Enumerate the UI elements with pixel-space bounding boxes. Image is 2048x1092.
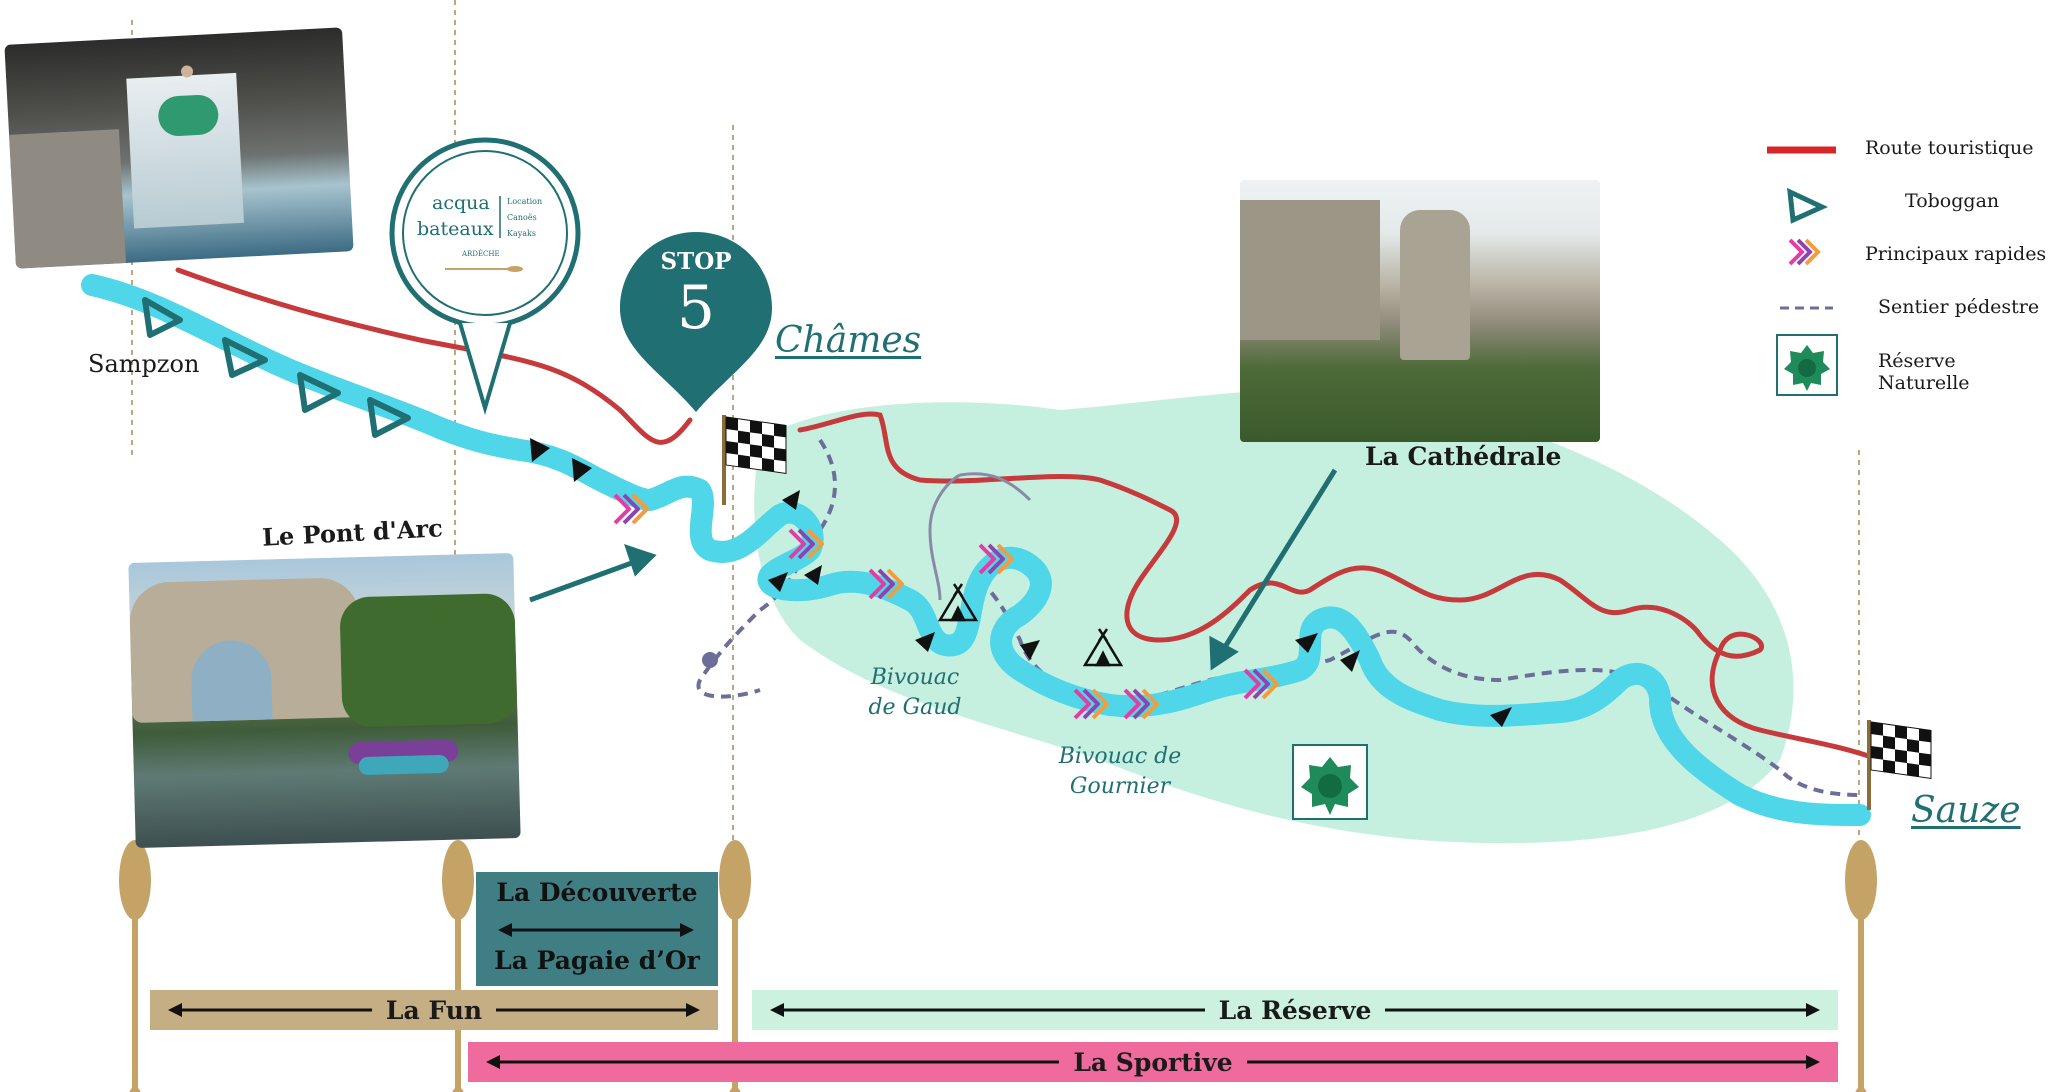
tourist-road bbox=[175, 267, 1883, 763]
logo-line2: bateaux bbox=[417, 218, 494, 240]
toboggan-arrow-icon bbox=[297, 372, 341, 413]
checkered-flag-icon bbox=[1867, 720, 1932, 810]
route-decouverte-pagaie-box[interactable]: La Découverte La Pagaie d’Or bbox=[476, 872, 718, 986]
legend-reserve: Réserve Naturelle bbox=[1878, 350, 1970, 394]
stop-number: 5 bbox=[676, 273, 716, 343]
toboggan-arrow-icon bbox=[1787, 187, 1828, 224]
rapids-chevron-icon bbox=[1788, 238, 1821, 266]
logo-service-location: Location bbox=[507, 197, 543, 206]
rapids-chevron-icon bbox=[978, 543, 1014, 575]
flow-arrow-icon bbox=[804, 565, 822, 585]
label-sauze[interactable]: Sauze bbox=[1911, 790, 2021, 831]
flow-arrow-icon bbox=[1340, 650, 1360, 672]
legend-rapides: Principaux rapides bbox=[1865, 243, 2047, 265]
paddle-icon bbox=[1845, 840, 1877, 1092]
checkered-flag-icon bbox=[722, 415, 787, 505]
bivouac-gournier-line1: Bivouac de bbox=[1058, 744, 1182, 769]
label-bivouac-gaud: Bivouac de Gaud bbox=[855, 663, 975, 723]
flow-arrow-icon bbox=[1020, 640, 1040, 660]
tent-icon bbox=[937, 583, 979, 622]
toboggan-arrow-icon bbox=[367, 397, 411, 438]
trail-end-dot bbox=[702, 652, 718, 668]
bivouac-gournier-line2: Gournier bbox=[1069, 774, 1171, 799]
rapids-chevron-icon bbox=[1243, 668, 1279, 700]
photo-pont-arc bbox=[128, 553, 521, 848]
bivouac-gaud-line2: de Gaud bbox=[868, 695, 962, 720]
hiking-trail-2 bbox=[978, 578, 1861, 797]
rapids-chevron-icon bbox=[1073, 688, 1109, 720]
rapids-chevron-icon bbox=[613, 493, 649, 525]
legend-graphics bbox=[1767, 146, 1838, 396]
logo-pin bbox=[389, 137, 581, 416]
gray-path bbox=[928, 472, 1032, 601]
nature-reserve-icon bbox=[1292, 744, 1368, 820]
route-decouverte-label: La Découverte bbox=[496, 878, 698, 907]
rapids-chevron-icon bbox=[868, 568, 904, 600]
logo-line1: acqua bbox=[432, 192, 490, 214]
route-reserve-label: La Réserve bbox=[1204, 995, 1386, 1025]
toboggans bbox=[142, 297, 411, 438]
toboggan-arrow-icon bbox=[142, 297, 183, 338]
route-pagaie-label: La Pagaie d’Or bbox=[494, 946, 700, 975]
double-arrow-icon bbox=[498, 923, 694, 937]
logo-service-kayaks: Kayaks bbox=[507, 229, 536, 238]
route-fun-bar[interactable]: La Fun bbox=[150, 990, 718, 1030]
route-sportive-bar[interactable]: La Sportive bbox=[468, 1042, 1838, 1082]
stop-word: STOP bbox=[660, 248, 732, 275]
pointer-arrows bbox=[529, 468, 1338, 671]
route-fun-label: La Fun bbox=[371, 995, 497, 1025]
tent-icon bbox=[1082, 628, 1124, 667]
stop-marker-text: STOP 5 bbox=[620, 248, 772, 341]
stop-marker bbox=[620, 232, 772, 412]
nature-reserve-icon bbox=[1776, 334, 1838, 396]
legend-toboggan: Toboggan bbox=[1905, 190, 2000, 212]
flow-arrow-icon bbox=[572, 458, 592, 482]
paddle-icon bbox=[119, 840, 151, 1092]
label-sampzon: Sampzon bbox=[88, 350, 200, 378]
toboggan-arrow-icon bbox=[222, 337, 268, 378]
bivouac-gaud-line1: Bivouac bbox=[870, 665, 960, 690]
legend-route-touristique: Route touristique bbox=[1865, 137, 2034, 159]
flow-arrow-icon bbox=[915, 632, 935, 652]
label-cathedrale: La Cathédrale bbox=[1365, 442, 1562, 471]
flow-arrows bbox=[530, 438, 1512, 727]
legend-sentier: Sentier pédestre bbox=[1878, 296, 2040, 318]
flow-arrow-icon bbox=[768, 572, 788, 592]
arrowhead bbox=[624, 544, 657, 577]
paddle-icon bbox=[719, 840, 751, 1092]
photo-toboggan-kayak bbox=[4, 27, 354, 269]
flow-arrow-icon bbox=[1295, 633, 1318, 653]
flow-arrow-icon bbox=[782, 490, 800, 510]
label-chames[interactable]: Châmes bbox=[775, 320, 922, 361]
rapids-chevron-icon bbox=[788, 528, 824, 560]
logo-region: ARDÈCHE bbox=[462, 250, 500, 258]
photo-cathedrale bbox=[1240, 180, 1600, 442]
rapids-chevron-icon bbox=[1123, 688, 1159, 720]
label-bivouac-gournier: Bivouac de Gournier bbox=[1040, 742, 1200, 802]
nature-reserve-area bbox=[754, 389, 1794, 844]
flow-arrow-icon bbox=[1490, 707, 1512, 727]
flow-arrow-icon bbox=[530, 438, 550, 462]
route-sportive-label: La Sportive bbox=[1059, 1047, 1247, 1077]
logo-services: Location Canoës Kayaks bbox=[507, 194, 542, 242]
arrowhead bbox=[1209, 635, 1239, 671]
route-reserve-bar[interactable]: La Réserve bbox=[752, 990, 1838, 1030]
logo-service-canoes: Canoës bbox=[507, 213, 537, 222]
